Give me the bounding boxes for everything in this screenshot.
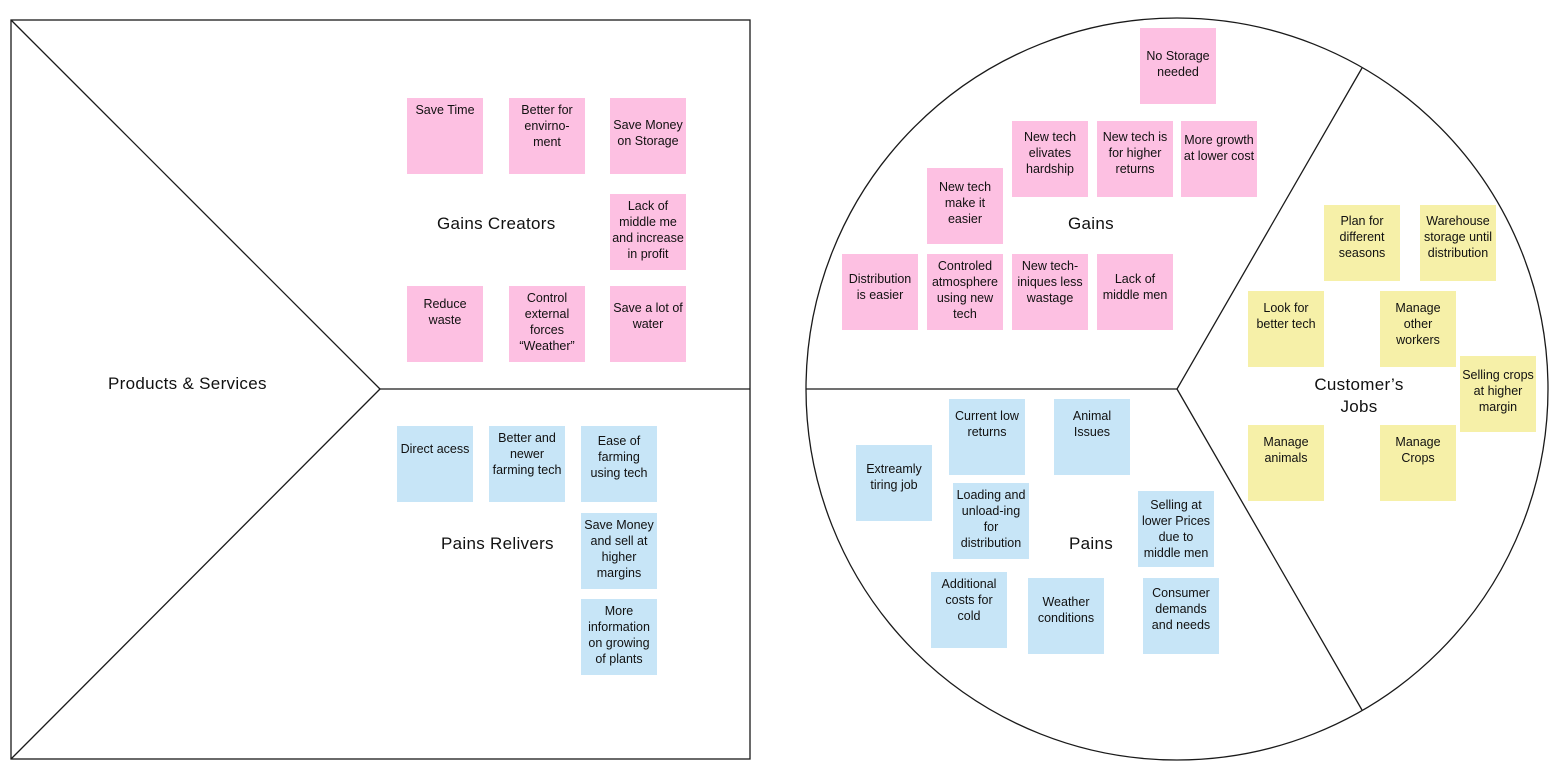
sticky-note[interactable]: Controled atmosphere using new tech [927, 254, 1003, 330]
gains-creators-label: Gains Creators [437, 214, 556, 233]
sticky-note[interactable]: More growth at lower cost [1181, 121, 1257, 197]
sticky-note[interactable]: Selling crops at higher margin [1460, 356, 1536, 432]
sticky-note[interactable]: Save Time [407, 98, 483, 174]
sticky-note[interactable]: New tech is for higher returns [1097, 121, 1173, 197]
sticky-note[interactable]: Look for better tech [1248, 291, 1324, 367]
sticky-note[interactable]: Better for envirno-ment [509, 98, 585, 174]
sticky-note[interactable]: Lack of middle me and increase in profit [610, 194, 686, 270]
sticky-note[interactable]: Manage Crops [1380, 425, 1456, 501]
customer-profile-upper-divider [1176, 67, 1363, 390]
sticky-note[interactable]: More information on growing of plants [581, 599, 657, 675]
sticky-note[interactable]: New tech elivates hardship [1012, 121, 1088, 197]
sticky-note[interactable]: Consumer demands and needs [1143, 578, 1219, 654]
sticky-note[interactable]: Lack of middle men [1097, 254, 1173, 330]
sticky-note[interactable]: Better and newer farming tech [489, 426, 565, 502]
sticky-note[interactable]: Extreamly tiring job [856, 445, 932, 521]
sticky-note[interactable]: New tech make it easier [927, 168, 1003, 244]
pains-relievers-label: Pains Relivers [441, 534, 554, 553]
sticky-note[interactable]: Manage animals [1248, 425, 1324, 501]
sticky-note[interactable]: Distribution is easier [842, 254, 918, 330]
sticky-note[interactable]: Save Money and sell at higher margins [581, 513, 657, 589]
sticky-note[interactable]: New tech-iniques less wastage [1012, 254, 1088, 330]
customer-jobs-label: Customer’s Jobs [1314, 375, 1404, 416]
sticky-note[interactable]: Control external forces “Weather” [509, 286, 585, 362]
sticky-note[interactable]: Ease of farming using tech [581, 426, 657, 502]
sticky-note[interactable]: Manage other workers [1380, 291, 1456, 367]
value-map-lower-diagonal [10, 388, 381, 760]
sticky-note[interactable]: Additional costs for cold [931, 572, 1007, 648]
products-services-label: Products & Services [108, 374, 267, 393]
sticky-note[interactable]: Animal Issues [1054, 399, 1130, 475]
gains-label: Gains [1068, 214, 1114, 233]
pains-label: Pains [1069, 534, 1114, 553]
sticky-note[interactable]: Weather conditions [1028, 578, 1104, 654]
sticky-note[interactable]: No Storage needed [1140, 28, 1216, 104]
value-map-upper-diagonal [10, 19, 381, 390]
sticky-note[interactable]: Current low returns [949, 399, 1025, 475]
sticky-note[interactable]: Direct acess [397, 426, 473, 502]
sticky-note[interactable]: Plan for different seasons [1324, 205, 1400, 281]
sticky-note[interactable]: Reduce waste [407, 286, 483, 362]
customer-profile-lower-divider [1176, 388, 1363, 711]
sticky-note[interactable]: Save a lot of water [610, 286, 686, 362]
sticky-note[interactable]: Loading and unload-ing for distribution [953, 483, 1029, 559]
sticky-note[interactable]: Save Money on Storage [610, 98, 686, 174]
sticky-note[interactable]: Selling at lower Prices due to middle me… [1138, 491, 1214, 567]
sticky-note[interactable]: Warehouse storage until distribution [1420, 205, 1496, 281]
